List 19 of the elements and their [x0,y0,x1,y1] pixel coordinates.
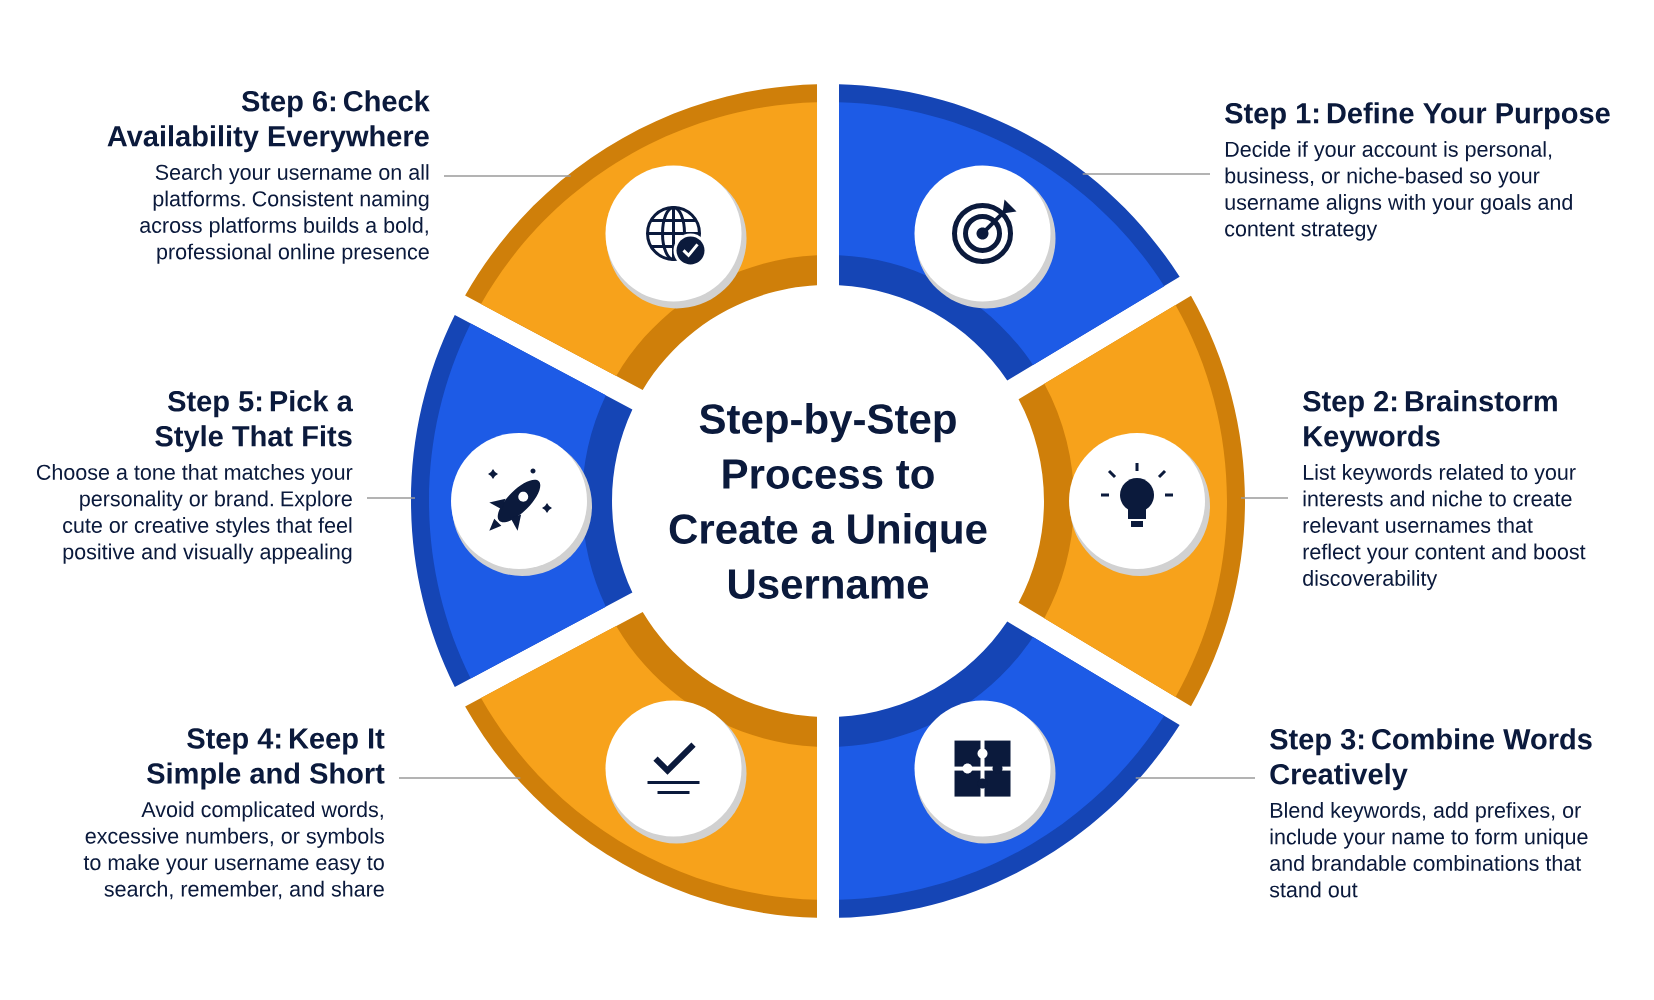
ring-segment [465,612,817,918]
ring-segment [839,84,1180,381]
leader-line [1240,497,1289,499]
step-text: Step 2: Brainstorm Keywords List keywords related to your interests and niche to create relevant usernames that reflect your content and boost discoverability [1303,390,1586,591]
leader-line [398,777,521,779]
leader-line [366,497,416,499]
step-text: Step 6: Check Availability Everywhere Search your username on all platforms. Consistent naming across platforms builds a bold, professional online presence [107,90,430,264]
leader-line [443,175,572,177]
step-text: Step 3: Combine Words Creatively Blend keywords, add prefixes, or include your name to form unique and brandable combinations that stand out [1269,728,1592,898]
ring-segment [411,315,633,687]
leader-line [1135,777,1256,779]
step-text: Step 4: Keep It Simple and Short Avoid complicated words, excessive numbers, or symbols to make your username easy to search, remember, and share [83,728,385,900]
leader-line [1082,173,1211,175]
step-text: Step 5: Pick a Style That Fits Choose a tone that matches your personality or brand. Explore cute or creative styles that feel positive and visually appealing [36,390,353,564]
step-text: Step 1: Define Your Purpose Decide if your account is personal, business, or niche-based so your username aligns with your goals and content strategy [1225,102,1610,241]
ring-segment [1018,295,1245,707]
ring-segment [465,84,817,390]
ring-segment [839,621,1180,918]
title: Step-by-Step Process to Create a Unique Username [669,403,987,599]
